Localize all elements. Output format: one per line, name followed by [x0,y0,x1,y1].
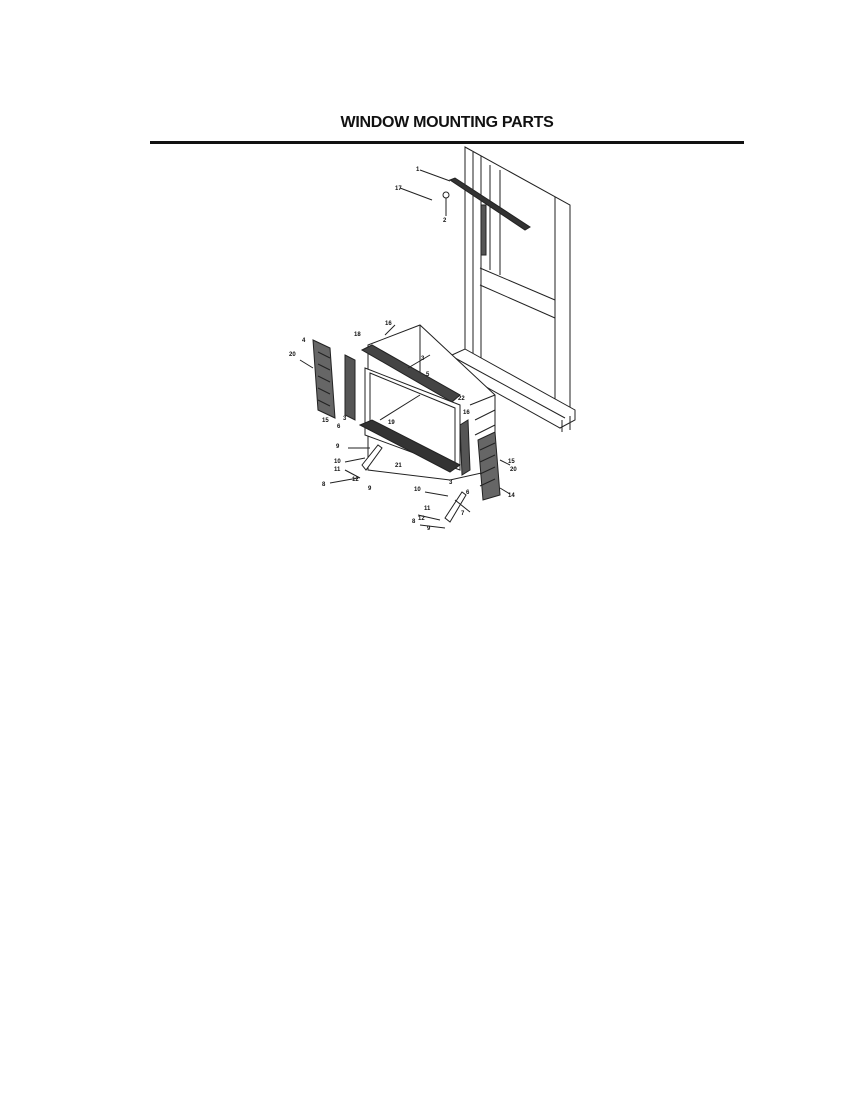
callout-label: 21 [395,463,402,469]
callout-label: 8 [412,519,416,525]
title-rule [150,141,744,144]
callout-label: 12 [418,516,425,522]
window-frame [451,146,576,432]
callout-label: 6 [337,424,341,430]
callout-label: 3 [449,480,453,486]
left-bracket [329,444,383,484]
callout-label: 3 [421,356,425,362]
callout-label: 7 [461,511,465,517]
callout-label: 8 [322,482,326,488]
callout-label: 4 [302,338,306,344]
callout-label: 6 [466,490,470,496]
callout-label: 11 [424,506,431,512]
callout-label: 22 [458,396,465,402]
callout-label: 11 [334,467,341,473]
page-title: WINDOW MOUNTING PARTS [340,114,554,131]
callout-label: 3 [343,416,347,422]
callout-label: 20 [510,467,517,473]
callout-label: 14 [508,493,515,499]
right-side-curtain [459,419,511,501]
callout-label: 20 [289,352,296,358]
callout-labels: 1 17 2 16 18 4 20 3 5 6 3 15 19 9 21 10 … [289,167,517,532]
left-side-curtain [299,339,356,421]
callout-label: 1 [416,167,420,173]
callout-label: 5 [426,372,430,378]
callout-label: 9 [368,486,372,492]
callout-label: 12 [352,477,359,483]
callout-label: 18 [354,332,361,338]
callout-label: 10 [334,459,341,465]
callout-label: 9 [336,444,340,450]
callout-label: 10 [414,487,421,493]
callout-label: 17 [395,186,402,192]
callout-label: 15 [322,418,329,424]
callout-label: 16 [463,410,470,416]
right-bracket [417,491,471,529]
callout-label: 9 [427,526,431,532]
callout-label: 19 [388,420,395,426]
top-rail-part [399,169,531,256]
callout-label: 2 [443,218,447,224]
callout-label: 15 [508,459,515,465]
callout-label: 16 [385,321,392,327]
